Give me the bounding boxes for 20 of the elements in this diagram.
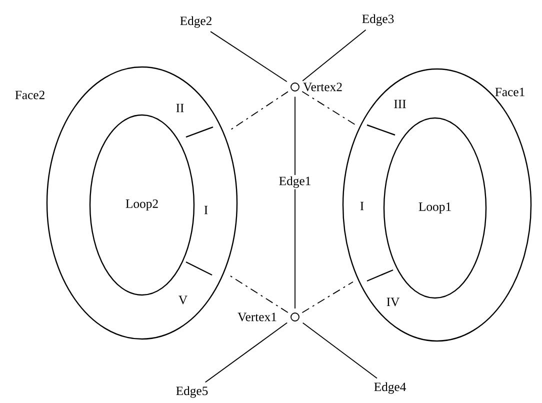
coedge-numeral: IV (386, 298, 400, 306)
edge-name: Edge2 (180, 16, 212, 28)
edge-line (204, 322, 288, 383)
edge-line (210, 31, 288, 82)
vertex-name: Vertex2 (303, 82, 342, 92)
dash-dot-line (228, 274, 288, 313)
coedge-numeral: I (360, 202, 364, 210)
vertex-name: Vertex1 (238, 312, 276, 322)
edge-label: Edge1 (278, 175, 313, 190)
face-name: Face1 (495, 88, 524, 96)
edge-line (302, 322, 378, 379)
edge-name: Edge3 (362, 14, 394, 26)
edge-name: Edge5 (176, 386, 208, 398)
face-name: Face2 (15, 90, 44, 100)
edge-line (294, 96, 296, 309)
edge-line (302, 29, 366, 82)
edge-name: Edge4 (374, 382, 406, 394)
dash-dot-line (228, 91, 288, 132)
dash-dot-line (302, 91, 356, 125)
dash-dot-line (302, 281, 354, 314)
